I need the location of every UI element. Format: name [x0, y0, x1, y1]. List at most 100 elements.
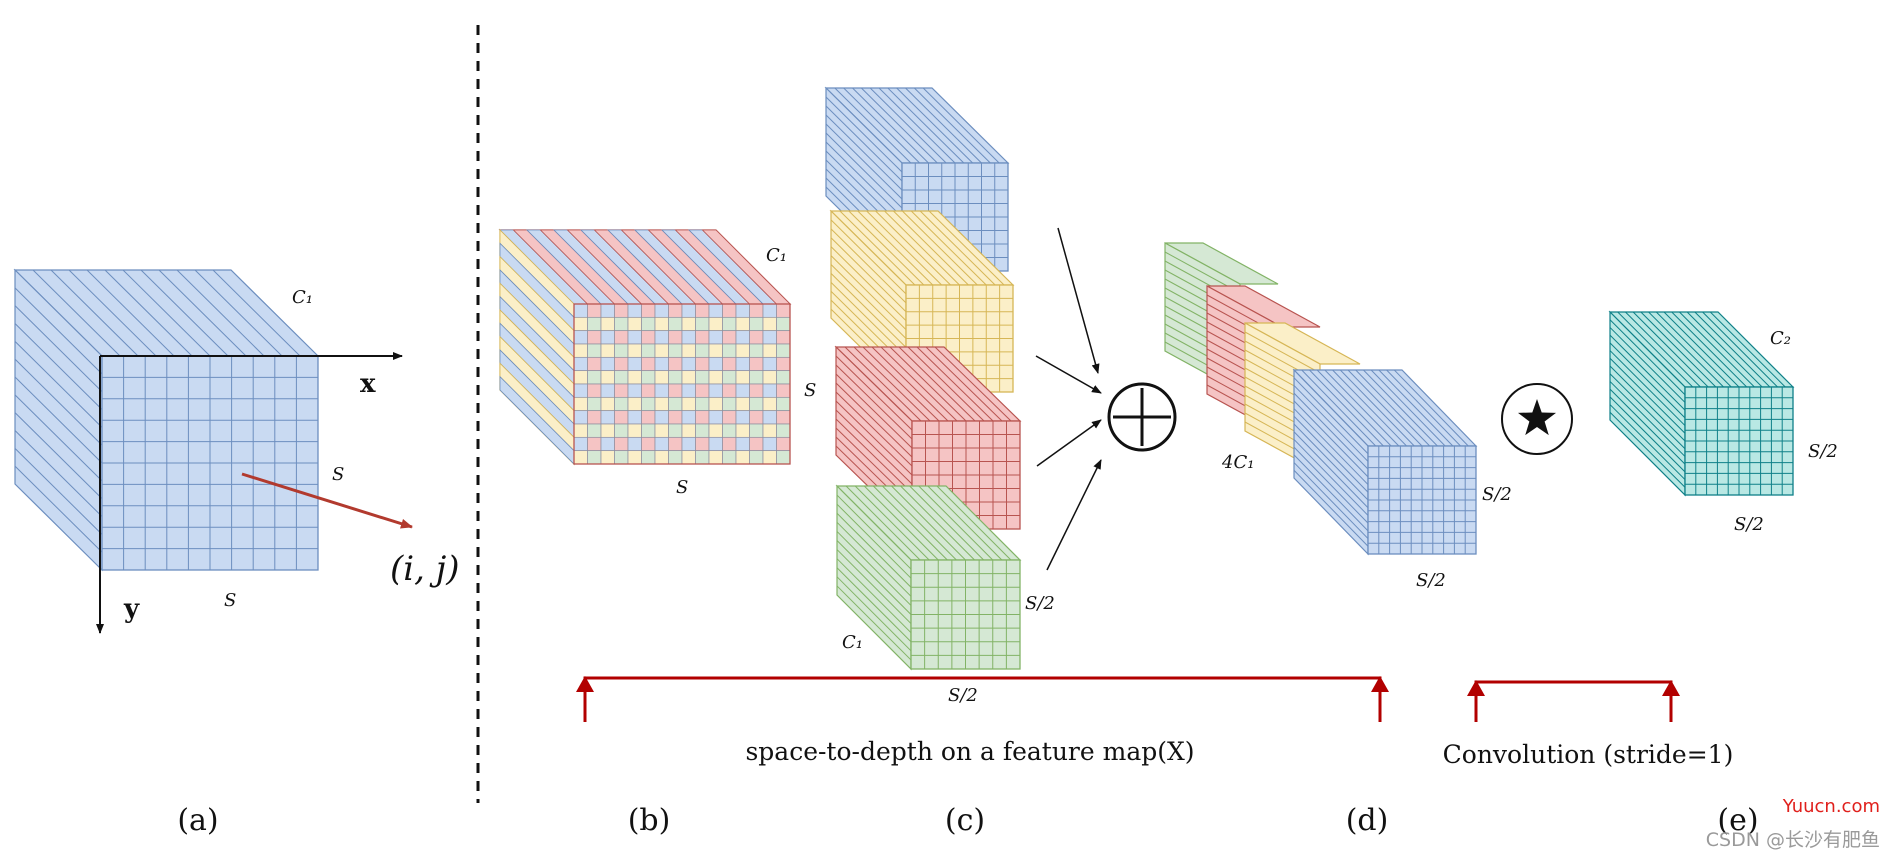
checker-cell [600, 303, 615, 318]
box-stripe [1609, 357, 1686, 434]
checker-cell [762, 423, 777, 438]
checker-cell [776, 343, 791, 358]
checker-cell [627, 383, 642, 398]
checker-cell [749, 383, 764, 398]
watermark-credit: CSDN @长沙有肥鱼 [1706, 829, 1880, 851]
checker-cell [641, 450, 656, 465]
checker-cell [614, 436, 629, 452]
box-stripe [830, 264, 907, 339]
checker-cell [762, 383, 777, 398]
box-stripe [830, 237, 907, 313]
box-stripe [889, 346, 967, 422]
checker-cell [573, 396, 588, 412]
checker-cell [722, 383, 737, 398]
box-stripe [836, 567, 912, 643]
checker-cell [681, 343, 696, 358]
box-stripe [825, 96, 903, 173]
box-stripe [834, 87, 912, 164]
checker-cell [573, 316, 588, 332]
checker-cell [762, 450, 777, 465]
checker-cell [681, 330, 696, 345]
box-stripe [1609, 334, 1686, 411]
box-stripe [825, 114, 903, 191]
checker-cell [654, 316, 669, 332]
box-stripe [836, 540, 912, 615]
checker-cell [681, 370, 696, 385]
checker-cell [600, 330, 615, 345]
watermark-site: Yuucn.com [1782, 796, 1880, 817]
checker-cell [708, 370, 723, 385]
checker-cell [573, 356, 588, 372]
checker-cell [762, 316, 777, 332]
checker-cell [641, 343, 656, 358]
checker-cell [587, 330, 602, 345]
checker-cell [614, 450, 629, 465]
checker-cell [587, 383, 602, 398]
box-stripe [1702, 311, 1778, 388]
checker-cell [695, 436, 710, 452]
box-stripe [1609, 404, 1686, 480]
box-stripe [919, 210, 996, 286]
box-stripe [854, 485, 930, 561]
box-stripe [916, 346, 994, 422]
box-stripe [1293, 431, 1369, 509]
box-stripe [1293, 408, 1369, 485]
box-stripe [1609, 396, 1686, 473]
checker-cell [573, 410, 588, 425]
y-axis-label: y [123, 594, 140, 624]
checker-cell [614, 423, 629, 438]
checker-cell [695, 410, 710, 425]
checker-cell [641, 330, 656, 345]
box-stripe [1293, 454, 1369, 532]
checker-cell [668, 410, 683, 425]
checker-cell [654, 303, 669, 318]
checker-cell [654, 343, 669, 358]
checker-cell [654, 330, 669, 345]
checker-cell [654, 410, 669, 425]
box-stripe [825, 105, 903, 182]
checker-cell [668, 423, 683, 438]
box-stripe [845, 485, 921, 561]
checker-cell [776, 396, 791, 412]
checker-cell [573, 303, 588, 318]
checker-cell [587, 316, 602, 332]
checker-cell [695, 396, 710, 412]
checker-cell [587, 343, 602, 358]
box-stripe [896, 87, 974, 164]
checker-cell [735, 330, 750, 345]
checker-cell [735, 436, 750, 452]
box-stripe [830, 281, 907, 357]
panel-label-a: (a) [177, 803, 218, 838]
box-stripe [825, 132, 903, 209]
checker-cell [708, 396, 723, 412]
box-stripe [843, 87, 921, 164]
checker-cell [681, 356, 696, 372]
box-stripe [836, 549, 912, 624]
checker-cell [614, 330, 629, 345]
checker-cell [654, 436, 669, 452]
concat-operator-icon [1107, 382, 1177, 452]
panel-b-size-left-label: S [804, 380, 816, 401]
box-stripe [158, 269, 247, 357]
checker-cell [722, 436, 737, 452]
panel-d-channels-label: 4C₁ [1221, 452, 1254, 473]
checker-cell [600, 356, 615, 372]
checker-cell [735, 410, 750, 425]
checker-cell [722, 423, 737, 438]
panel-d-size-right-label: S/2 [1482, 484, 1512, 505]
box-stripe [830, 219, 907, 295]
checker-cell [776, 450, 791, 465]
box-stripe [14, 340, 103, 428]
checker-cell [708, 410, 723, 425]
box-stripe [1679, 311, 1755, 388]
checker-cell [614, 396, 629, 412]
checker-cell [776, 383, 791, 398]
panel-c-size-right-label: S/2 [1025, 593, 1055, 614]
box-stripe [68, 269, 157, 357]
checker-cell [708, 316, 723, 332]
checker-cell [735, 383, 750, 398]
box-stripe [1686, 311, 1763, 388]
panel-label-d: (d) [1346, 803, 1389, 838]
box-stripe [122, 269, 211, 357]
checker-cell [735, 450, 750, 465]
